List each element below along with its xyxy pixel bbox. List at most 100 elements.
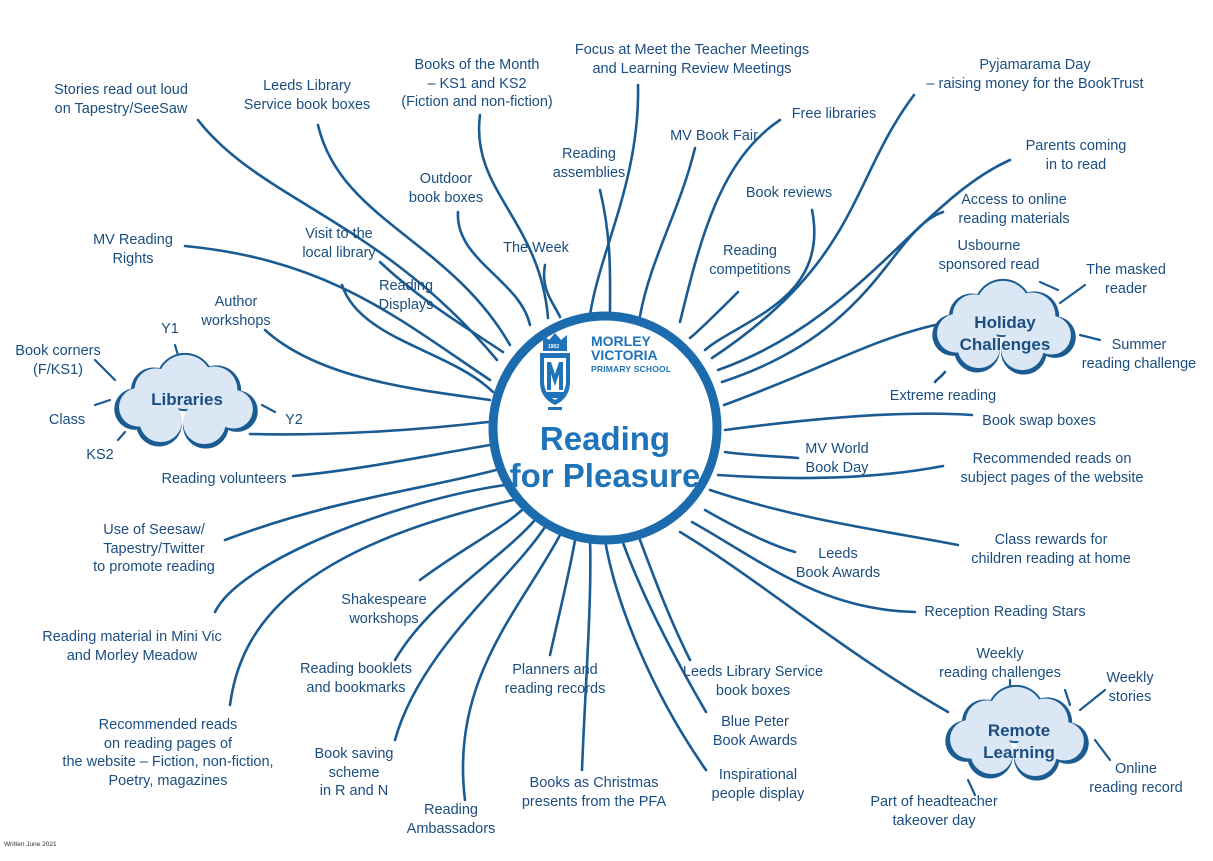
label-line: Reading material in Mini Vic	[42, 629, 222, 645]
label-line: Reading	[722, 243, 777, 259]
branch-online	[720, 210, 945, 384]
branch-assemblies	[598, 188, 612, 314]
branch-mini-vic	[213, 483, 507, 614]
label-line: Books as Christmas	[529, 775, 659, 791]
footer-note: Written June 2021	[4, 841, 57, 848]
cloud-connectors	[93, 280, 1112, 797]
branch-class-rewards	[708, 488, 960, 547]
holiday-title-line1: Holiday	[974, 313, 1036, 332]
holiday-title-line2: Challenges	[959, 335, 1051, 354]
branch-holiday	[722, 323, 937, 407]
label-line: Poetry, magazines	[108, 772, 228, 789]
label-line: Reception Reading Stars	[924, 604, 1086, 620]
label-line: in to read	[1045, 156, 1107, 173]
school-name: MORLEY VICTORIA	[591, 334, 658, 362]
label-mini-vic: Reading material in Mini Vic and Morley M…	[42, 628, 221, 665]
center-title-line2: for Pleasure	[509, 457, 701, 494]
label-line: and bookmarks	[306, 679, 406, 696]
branch-libraries	[248, 420, 490, 436]
label-line: Recommended reads	[98, 717, 238, 733]
branch-pyjamarama	[710, 93, 916, 360]
holiday-title: Holiday Challenges	[960, 312, 1051, 356]
label-line: MV Book Fair	[670, 128, 758, 144]
label-line: Leeds Library	[263, 78, 351, 94]
label-line: in R and N	[319, 783, 389, 799]
label-line: Rights	[112, 250, 154, 267]
label-line: Ambassadors	[406, 820, 496, 837]
label-line: Inspirational	[718, 767, 798, 783]
branch-ambassadors	[461, 533, 562, 802]
branch-book-saving	[393, 525, 547, 742]
school-subtitle: PRIMARY SCHOOL	[591, 364, 672, 374]
label-line: on Tapestry/SeeSaw	[54, 100, 188, 117]
label-line: Class rewards for	[994, 532, 1108, 548]
branch-blue-peter	[620, 538, 708, 714]
label-line: Book Day	[805, 459, 869, 476]
label-line: Pyjamarama Day	[979, 57, 1091, 73]
label-parents-coming: Parents coming in to read	[1026, 137, 1127, 174]
label-line: Reading	[561, 146, 616, 162]
label-line: Book Awards	[712, 732, 798, 749]
label-line: and Learning Review Meetings	[592, 60, 792, 77]
branch-seesaw	[223, 468, 498, 542]
branch-books-month	[477, 113, 550, 320]
branch-displays	[340, 283, 495, 394]
label-line: Leeds	[818, 546, 858, 562]
branch-booklets	[393, 518, 537, 662]
label-free-libraries: Free libraries	[792, 105, 877, 124]
branch-shakespeare	[418, 508, 524, 582]
label-line: MV Reading	[93, 232, 173, 248]
school-name-line1: MORLEY	[591, 333, 651, 349]
branch-remote	[678, 530, 950, 714]
remote-title-line2: Learning	[983, 743, 1055, 762]
label-line: book boxes	[408, 189, 484, 206]
label-line: local library	[302, 244, 376, 261]
remote-title: Remote Learning	[983, 720, 1055, 764]
branch-reception	[690, 520, 917, 614]
label-line: scheme	[328, 764, 380, 781]
label-line: and Morley Meadow	[66, 647, 198, 664]
libraries-item-book-corners: Book corners(F/KS1)	[15, 343, 101, 378]
branch-book-swap	[723, 412, 974, 432]
label-line: Parents coming	[1025, 138, 1127, 154]
label-line: MV World	[805, 441, 869, 457]
label-line: Service book boxes	[243, 96, 371, 113]
label-line: reading records	[504, 680, 606, 697]
libraries-title: Libraries	[151, 390, 223, 409]
label-mv-book-fair: MV Book Fair	[670, 127, 758, 146]
branch-author	[263, 328, 492, 402]
branch-world-book-day	[723, 450, 800, 460]
center-title: Reading for Pleasure	[510, 420, 701, 494]
label-line: presents from the PFA	[521, 793, 667, 810]
branch-inspirational	[603, 538, 708, 772]
branch-extreme	[933, 370, 947, 384]
branch-bookfair	[638, 146, 697, 318]
label-line: on reading pages of	[103, 735, 233, 752]
label-christmas: Books as Christmas presents from the PFA	[522, 774, 666, 811]
branch-leeds-boxes-bottom	[638, 538, 692, 662]
label-line: Stories read out loud	[54, 82, 188, 98]
label-line: Recommended reads on	[972, 451, 1132, 467]
branch-planners	[548, 538, 577, 657]
label-line: Reading	[423, 802, 478, 818]
school-crest-icon	[540, 333, 570, 410]
branch-leeds-boxes-top	[316, 123, 512, 347]
label-book-swap: Book swap boxes	[982, 412, 1096, 431]
remote-title-line1: Remote	[987, 721, 1051, 740]
label-line: workshops	[201, 312, 271, 329]
